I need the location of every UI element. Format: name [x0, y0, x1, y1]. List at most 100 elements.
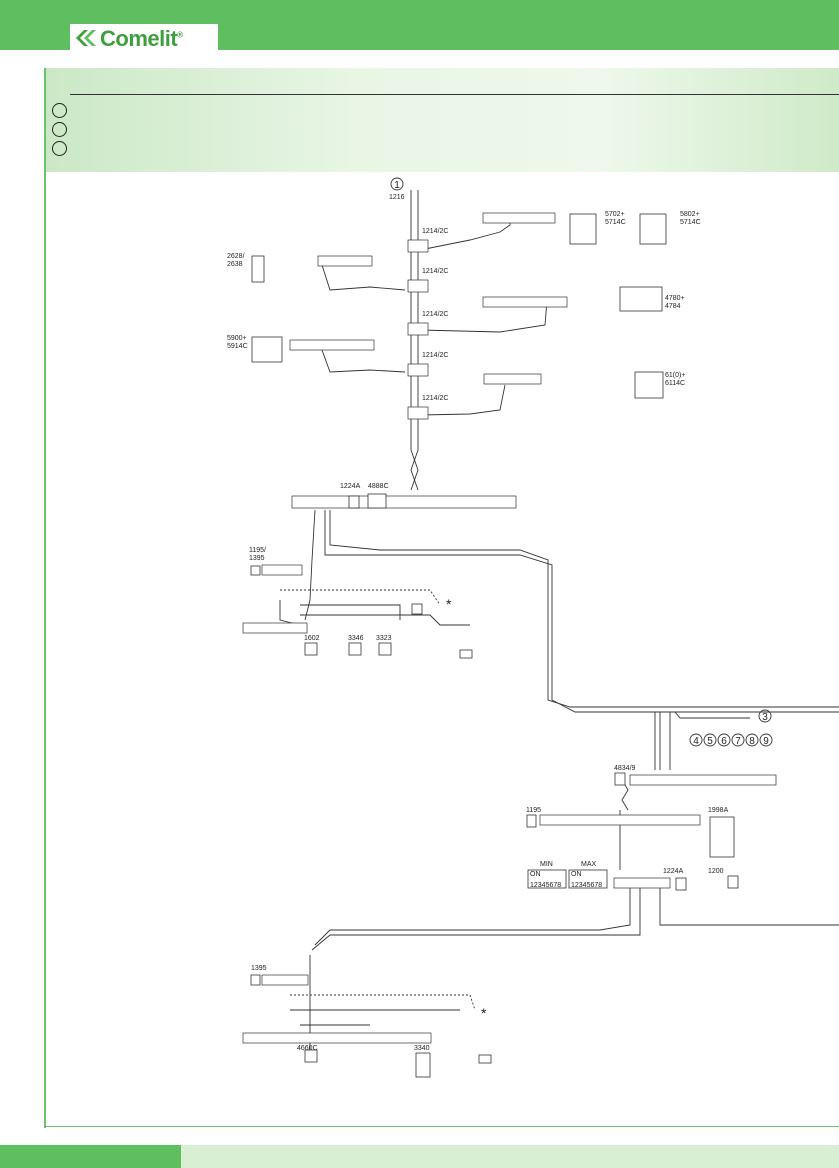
footer-band-light — [181, 1145, 839, 1168]
label-3340: 3340 — [414, 1045, 430, 1052]
label-riser-3: 1214/2C — [422, 311, 448, 318]
distributor-4 — [407, 363, 429, 377]
language-marker-1 — [52, 103, 67, 118]
panel-wire-3 — [300, 614, 470, 626]
distributor-5 — [407, 406, 429, 420]
circled-number-7-text: 7 — [735, 736, 741, 747]
terminal-strip-panel — [242, 622, 308, 634]
header-rule — [70, 94, 839, 95]
label-4660C: 4660C — [297, 1045, 318, 1052]
comelit-logo-mark — [76, 30, 96, 46]
terminal-strip-floor2 — [317, 255, 373, 267]
circled-number-1 — [390, 177, 404, 191]
circled-number-5-text: 5 — [707, 736, 713, 747]
label-6100: 61(0)+6114C — [665, 372, 685, 387]
distributor-3 — [407, 322, 429, 336]
dotted-lock-2 — [290, 994, 476, 1011]
circled-number-3-text: 3 — [762, 712, 768, 723]
branch-floor-4 — [321, 349, 406, 373]
distributor-1 — [407, 239, 429, 253]
bus-right — [329, 510, 839, 708]
module-4660C-icon — [304, 1049, 318, 1063]
monitor-5900-icon — [251, 336, 283, 363]
circled-number-1-text: 1 — [394, 180, 400, 191]
language-marker-2 — [52, 122, 67, 137]
brand-name: Comelit® — [100, 26, 183, 52]
brand-registered: ® — [177, 30, 183, 40]
label-2628: 2628/2638 — [227, 253, 245, 268]
dip-switch-min-icon — [527, 869, 567, 889]
monitor-5802-icon — [639, 213, 667, 245]
circled-number-3 — [758, 709, 772, 723]
terminal-strip-floor3 — [482, 296, 568, 308]
label-5702: 5702+5714C — [605, 211, 626, 226]
lock-icon-top — [459, 649, 473, 659]
panel-4780-icon — [619, 286, 663, 312]
label-5802: 5802+5714C — [680, 211, 701, 226]
bus-lower-a — [314, 880, 631, 946]
module-1224A-icon — [348, 495, 360, 509]
footer-band-dark — [0, 1145, 181, 1168]
riser-twist — [410, 449, 419, 491]
label-riser-2: 1214/2C — [422, 268, 448, 275]
label-riser-4: 1214/2C — [422, 352, 448, 359]
module-1602-icon — [304, 642, 318, 656]
module-3346-icon — [348, 642, 362, 656]
label-5900: 5900+5914C — [227, 335, 248, 350]
label-dip-nums-2: 12345678 — [571, 882, 602, 889]
left-margin-rule — [44, 68, 46, 1128]
keypad-3340-icon — [415, 1052, 431, 1078]
label-riser-5: 1214/2C — [422, 395, 448, 402]
terminal-strip-lower-mid — [613, 877, 671, 889]
terminal-strip-floor4 — [289, 339, 375, 351]
module-4888C-icon — [367, 493, 387, 509]
riser-twist-b — [410, 449, 419, 491]
terminal-strip-1395 — [261, 974, 309, 986]
terminal-strip-main — [291, 495, 517, 509]
label-dip-on-1: ON — [530, 871, 541, 878]
label-4888C: 4888C — [368, 483, 389, 490]
terminal-strip-floor1 — [482, 212, 556, 224]
language-marker-3 — [52, 141, 67, 156]
terminal-strip-4834 — [629, 774, 777, 786]
circled-number-4-text: 4 — [693, 736, 699, 747]
circled-number-5 — [703, 733, 717, 747]
panel-wire-2 — [300, 604, 401, 620]
label-dip-nums-1: 12345678 — [530, 882, 561, 889]
module-1200-icon — [727, 875, 739, 889]
to-3 — [674, 711, 750, 719]
label-1216: 1216 — [389, 194, 405, 201]
label-1224A-mid: 1224A — [663, 868, 684, 875]
label-1395-bottom: 1395 — [251, 965, 267, 972]
label-dip-min: MIN — [540, 861, 553, 868]
dotted-lock — [280, 589, 441, 606]
star-note-bottom: * — [481, 1005, 487, 1021]
terminal-strip-1195 — [261, 564, 303, 576]
terminal-strip-lower-panel — [242, 1032, 432, 1044]
circled-number-9-text: 9 — [763, 736, 769, 747]
bus-down-top — [304, 509, 316, 621]
brand-name-text: Comelit — [100, 26, 178, 51]
panel-6100-icon — [634, 371, 664, 399]
bus-lower-right — [659, 880, 839, 926]
label-riser-1: 1214/2C — [422, 228, 448, 235]
label-3323: 3323 — [376, 635, 392, 642]
bus-lower-b — [311, 880, 641, 951]
section-header-panel — [46, 68, 839, 172]
handset-1998A-icon — [709, 816, 735, 858]
terminal-strip-floor5 — [483, 373, 542, 385]
label-dip-max: MAX — [581, 861, 597, 868]
handset-2628-icon — [251, 255, 265, 283]
label-4834: 4834/9 — [614, 765, 636, 772]
module-1224A-mid-icon — [675, 877, 687, 891]
lock-icon-bottom — [478, 1054, 492, 1064]
circled-number-8 — [745, 733, 759, 747]
circled-number-9 — [759, 733, 773, 747]
circled-number-4 — [689, 733, 703, 747]
branch-floor-3 — [419, 299, 548, 333]
module-3323-icon — [378, 642, 392, 656]
label-dip-on-2: ON — [571, 871, 582, 878]
panel-wire-1 — [279, 600, 301, 626]
dip-switch-max-icon — [568, 869, 608, 889]
